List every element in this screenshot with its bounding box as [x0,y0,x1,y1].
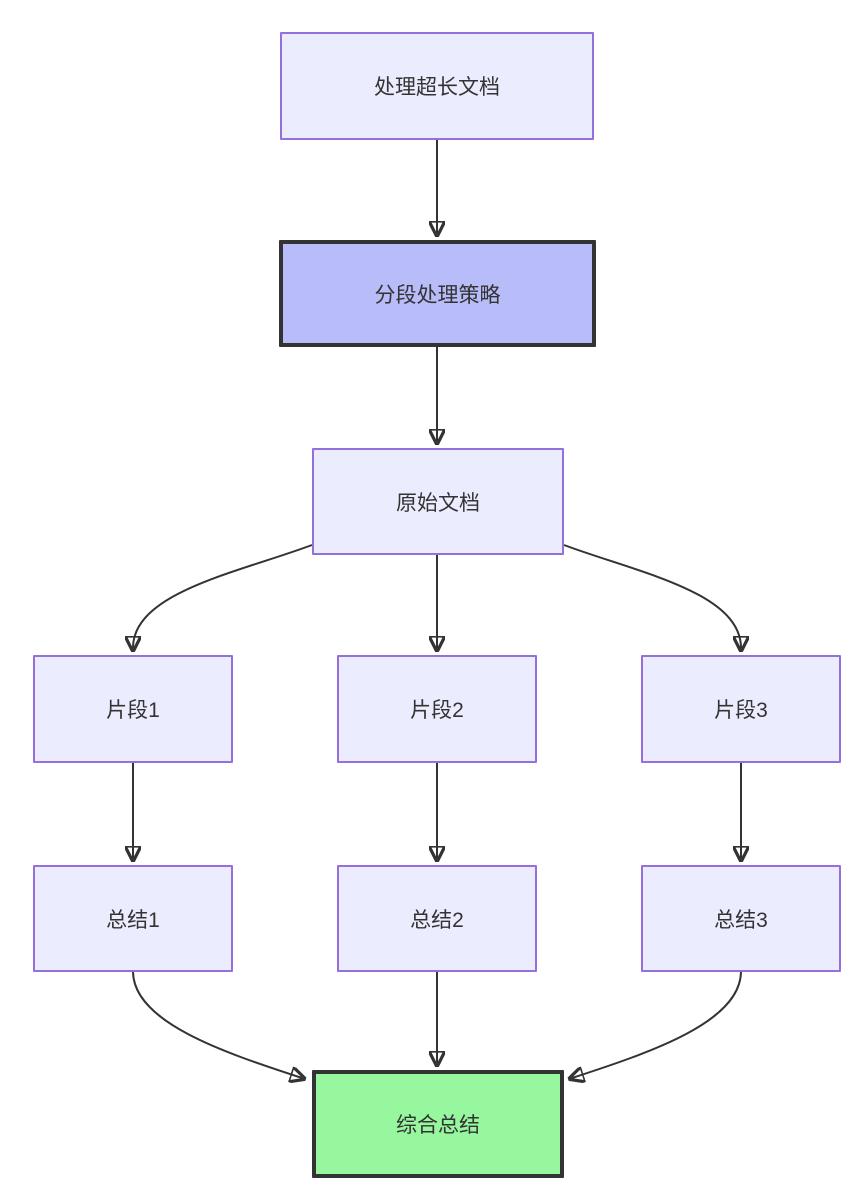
node-final-summary: 综合总结 [312,1070,564,1178]
node-fragment-3: 片段3 [641,655,841,763]
node-fragment-1: 片段1 [33,655,233,763]
node-summary-2-label: 总结2 [410,908,464,932]
node-process-long-document: 处理超长文档 [280,32,594,140]
node-summary-3-label: 总结3 [714,908,768,932]
node-segmentation-strategy-label: 分段处理策略 [374,283,501,307]
edge-summary-1-to-final [132,971,302,1078]
node-fragment-1-label: 片段1 [106,699,160,722]
node-summary-2: 总结2 [337,865,537,972]
node-fragment-2-label: 片段2 [410,699,464,722]
edge-doc-to-fragment-1 [133,544,313,648]
node-original-document: 原始文档 [312,448,564,555]
edge-summary-3-to-final [572,971,742,1078]
node-final-summary-label: 综合总结 [396,1114,480,1137]
node-summary-1: 总结1 [33,865,233,972]
node-fragment-3-label: 片段3 [714,699,768,722]
node-fragment-2: 片段2 [337,655,537,763]
edge-doc-to-fragment-3 [563,544,741,648]
node-summary-3: 总结3 [641,865,841,972]
node-original-document-label: 原始文档 [396,491,480,515]
node-process-long-document-label: 处理超长文档 [374,76,500,99]
node-summary-1-label: 总结1 [106,908,160,932]
node-segmentation-strategy: 分段处理策略 [279,240,596,347]
